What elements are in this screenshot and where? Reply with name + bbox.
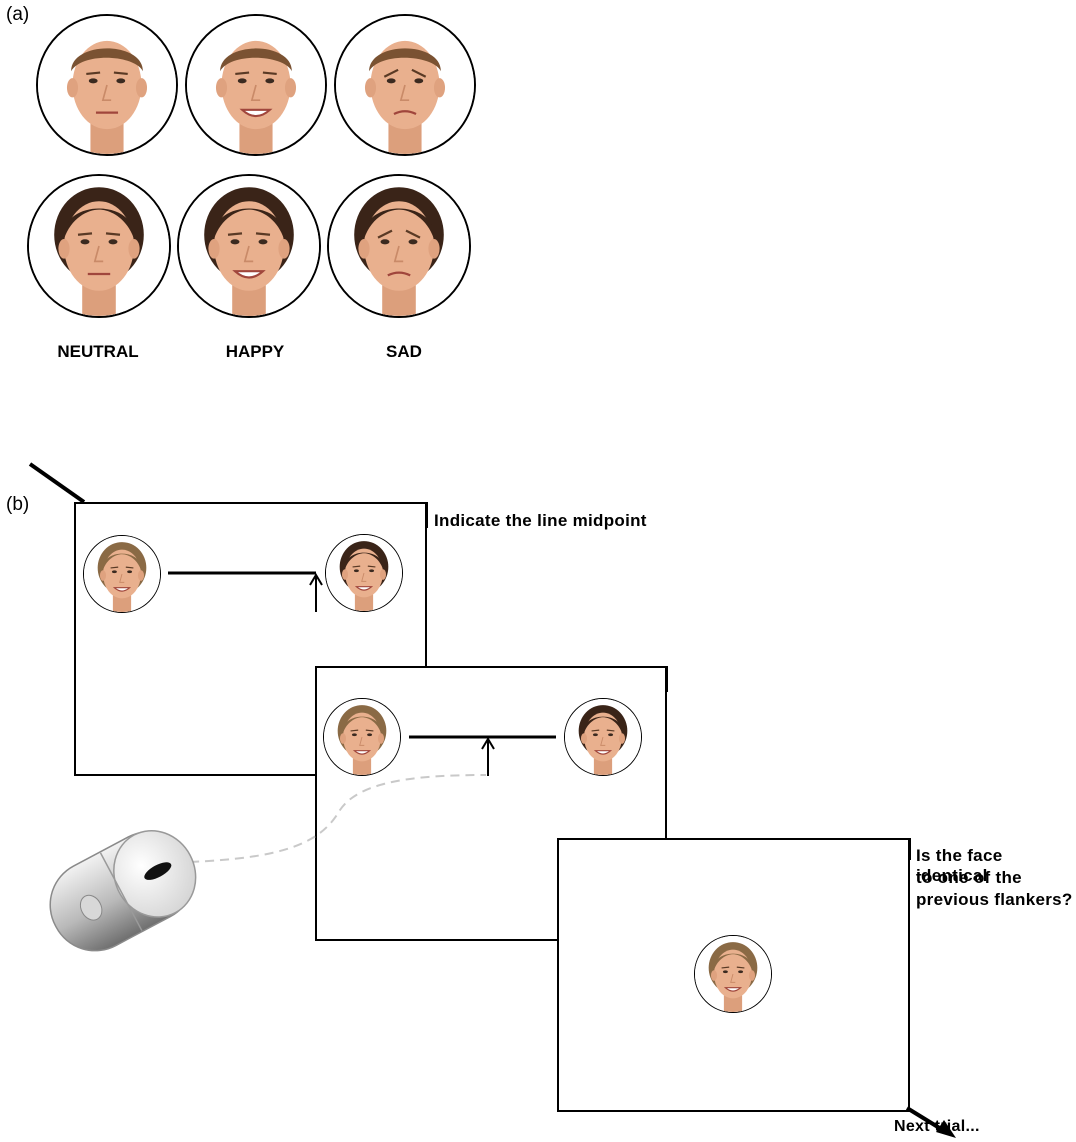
probe-face: [694, 935, 772, 1013]
screen1-right-flanker-face: [325, 534, 403, 612]
male-happy-face: [185, 14, 327, 156]
instruction-recognition-line2: to one of the: [916, 868, 1022, 887]
emotion-label-neutral: NEUTRAL: [57, 342, 139, 361]
screen1-midpoint-arrow: [309, 573, 323, 612]
female-neutral-face: [27, 174, 171, 318]
emotion-label-happy: HAPPY: [225, 342, 285, 361]
screen1-left-flanker-face: [83, 535, 161, 613]
cursor-path-dashed: [189, 774, 487, 863]
female-happy-face: [177, 174, 321, 318]
screen2-midpoint-arrow: [481, 737, 495, 776]
instruction-midpoint: Indicate the line midpoint: [434, 511, 647, 530]
female-sad-face: [327, 174, 471, 318]
stack-edge-line: [28, 462, 86, 504]
next-trial-label: Next trial...: [894, 1118, 980, 1135]
instruction-recognition-line3: previous flankers?: [916, 890, 1073, 909]
panel-b-label: (b): [6, 494, 30, 515]
screen2-right-flanker-face: [564, 698, 642, 776]
male-neutral-face: [36, 14, 178, 156]
male-sad-face: [334, 14, 476, 156]
emotion-label-sad: SAD: [386, 342, 422, 361]
computer-mouse-icon: [49, 829, 197, 952]
next-trial-arrow: [905, 1106, 956, 1138]
screen2-left-flanker-face: [323, 698, 401, 776]
instruction-recognition-line1: Is the face identical: [916, 846, 1003, 885]
panel-a-label: (a): [6, 4, 30, 25]
